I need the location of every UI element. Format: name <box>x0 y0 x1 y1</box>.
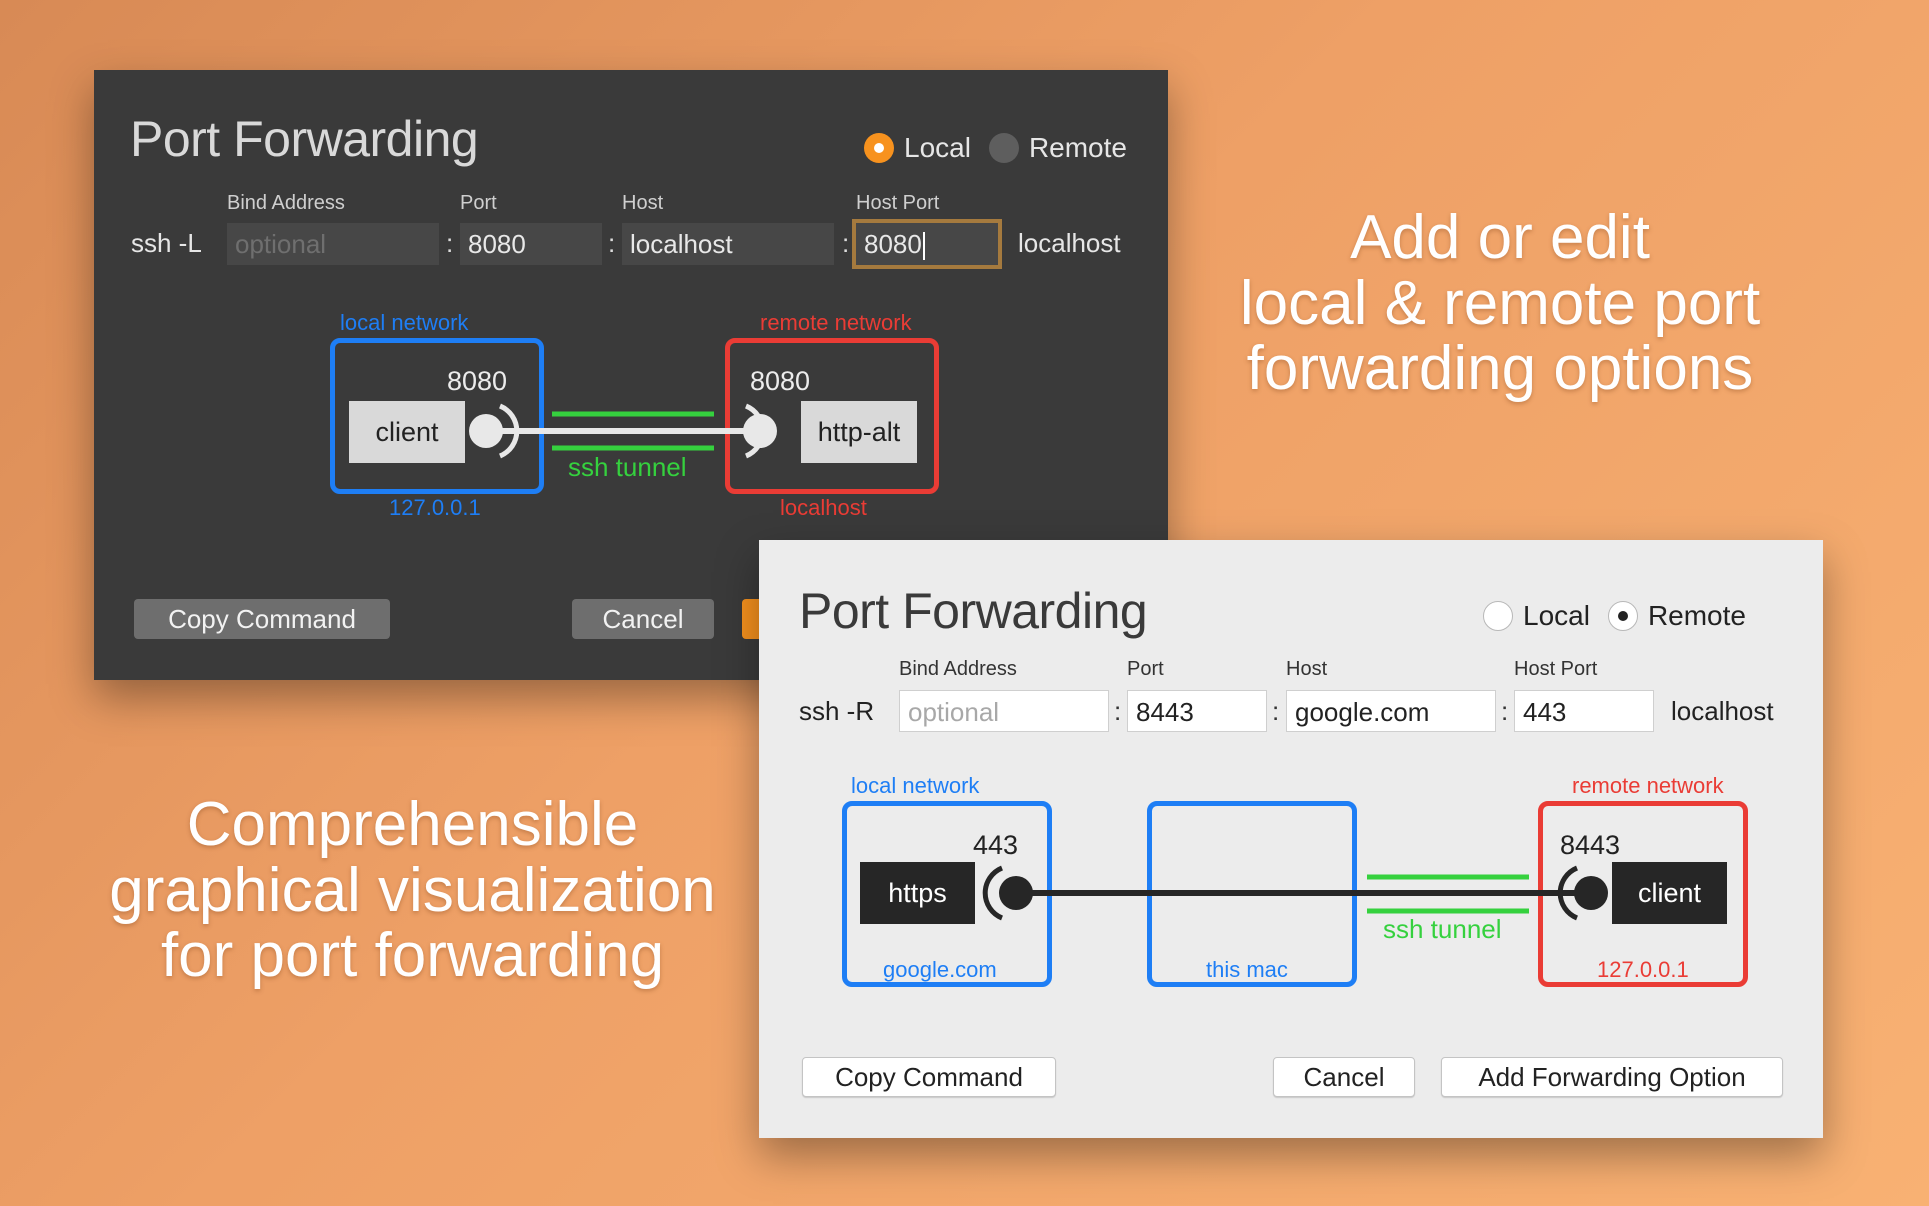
radio-remote[interactable]: Remote <box>988 132 1127 164</box>
remote-port-number: 8443 <box>1560 830 1621 860</box>
text-caret <box>922 232 925 261</box>
radio-local[interactable]: Local <box>1483 600 1590 632</box>
dialog-title: Port Forwarding <box>130 111 479 167</box>
separator-colon: : <box>1272 696 1280 726</box>
remote-service-node: http-alt <box>801 401 917 463</box>
host-port-input[interactable]: 8080 <box>852 219 1002 269</box>
remote-network-label: remote network <box>760 310 912 335</box>
radio-unselected-icon <box>988 133 1019 163</box>
ssh-command-prefix: ssh -L <box>131 228 202 258</box>
local-port-number: 443 <box>973 830 1019 860</box>
mode-radio-group: Local Remote <box>846 132 1127 164</box>
host-label: Host <box>1286 658 1328 680</box>
remote-client-node: client <box>1612 862 1727 924</box>
local-ip-label: 127.0.0.1 <box>389 495 481 520</box>
host-label: Host <box>622 192 664 214</box>
separator-colon: : <box>842 228 850 258</box>
radio-remote[interactable]: Remote <box>1607 600 1746 632</box>
bind-address-label: Bind Address <box>227 192 345 214</box>
copy-command-button[interactable]: Copy Command <box>134 599 390 639</box>
host-port-label: Host Port <box>1514 658 1598 680</box>
caption-bottom-left: Comprehensible graphical visualization f… <box>80 792 745 989</box>
caption-line: Add or edit <box>1350 203 1650 272</box>
caption-line: local & remote port <box>1239 268 1761 338</box>
local-network-label: local network <box>851 773 980 798</box>
port-input[interactable]: 8080 <box>460 223 602 265</box>
mode-radio-group: Local Remote <box>1465 600 1746 632</box>
ssh-tunnel-label: ssh tunnel <box>1383 914 1502 944</box>
local-network-box <box>330 338 544 494</box>
separator-colon: : <box>1114 696 1122 726</box>
host-input[interactable]: google.com <box>1286 690 1496 732</box>
remote-ip-label: 127.0.0.1 <box>1597 957 1689 982</box>
light-port-forwarding-dialog: Port Forwarding Local Remote Bind Addres… <box>759 540 1823 1138</box>
copy-command-button[interactable]: Copy Command <box>802 1057 1056 1097</box>
remote-network-label: remote network <box>1572 773 1724 798</box>
local-port-number: 8080 <box>447 366 508 396</box>
radio-selected-icon <box>1607 601 1638 631</box>
local-socket-icon <box>999 876 1033 910</box>
bind-address-input[interactable]: optional <box>899 690 1109 732</box>
radio-remote-label: Remote <box>1028 132 1127 163</box>
port-label: Port <box>1127 658 1164 680</box>
local-network-label: local network <box>340 310 469 335</box>
cancel-button[interactable]: Cancel <box>1273 1057 1415 1097</box>
local-socket-icon <box>469 414 503 448</box>
separator-colon: : <box>446 228 454 258</box>
local-host-label: google.com <box>883 957 997 982</box>
dark-port-forwarding-dialog: Port Forwarding Local Remote Bind Addres… <box>94 70 1168 680</box>
caption-line: Comprehensible <box>186 790 639 859</box>
caption-line: forwarding options <box>1246 334 1754 404</box>
host-port-input[interactable]: 443 <box>1514 690 1654 732</box>
ssh-command-prefix: ssh -R <box>799 696 875 726</box>
radio-unselected-icon <box>1483 601 1513 631</box>
remote-socket-icon <box>1574 876 1608 910</box>
tunnel-diagram-lines <box>469 403 777 459</box>
add-forwarding-option-button[interactable]: Add Forwarding Option <box>1441 1057 1783 1097</box>
radio-local-label: Local <box>904 132 971 163</box>
trailing-host-label: localhost <box>1018 228 1121 258</box>
host-port-label: Host Port <box>856 192 940 214</box>
remote-socket-icon <box>743 414 777 448</box>
host-input[interactable]: localhost <box>622 223 834 265</box>
radio-selected-icon <box>864 133 894 163</box>
radio-local[interactable]: Local <box>864 132 971 164</box>
port-label: Port <box>460 192 497 214</box>
local-client-node: client <box>349 401 465 463</box>
dialog-title: Port Forwarding <box>799 583 1148 639</box>
caption-line: graphical visualization <box>109 855 716 925</box>
caption-top-right: Add or edit local & remote port forwardi… <box>1180 205 1820 402</box>
remote-network-box <box>725 338 939 494</box>
cancel-button[interactable]: Cancel <box>572 599 714 639</box>
local-service-node: https <box>860 862 975 924</box>
caption-line: for port forwarding <box>160 921 665 991</box>
tunnel-diagram-lines <box>982 865 1608 921</box>
radio-remote-label: Remote <box>1647 600 1746 631</box>
separator-colon: : <box>608 228 616 258</box>
trailing-host-label: localhost <box>1671 696 1774 726</box>
this-mac-label: this mac <box>1206 957 1288 982</box>
separator-colon: : <box>1501 696 1509 726</box>
remote-host-label: localhost <box>780 495 867 520</box>
port-input[interactable]: 8443 <box>1127 690 1267 732</box>
ssh-tunnel-label: ssh tunnel <box>568 452 687 482</box>
host-port-value: 8080 <box>864 229 922 259</box>
remote-port-number: 8080 <box>750 366 811 396</box>
radio-local-label: Local <box>1523 600 1590 631</box>
bind-address-label: Bind Address <box>899 658 1017 680</box>
bind-address-input[interactable]: optional <box>227 223 439 265</box>
